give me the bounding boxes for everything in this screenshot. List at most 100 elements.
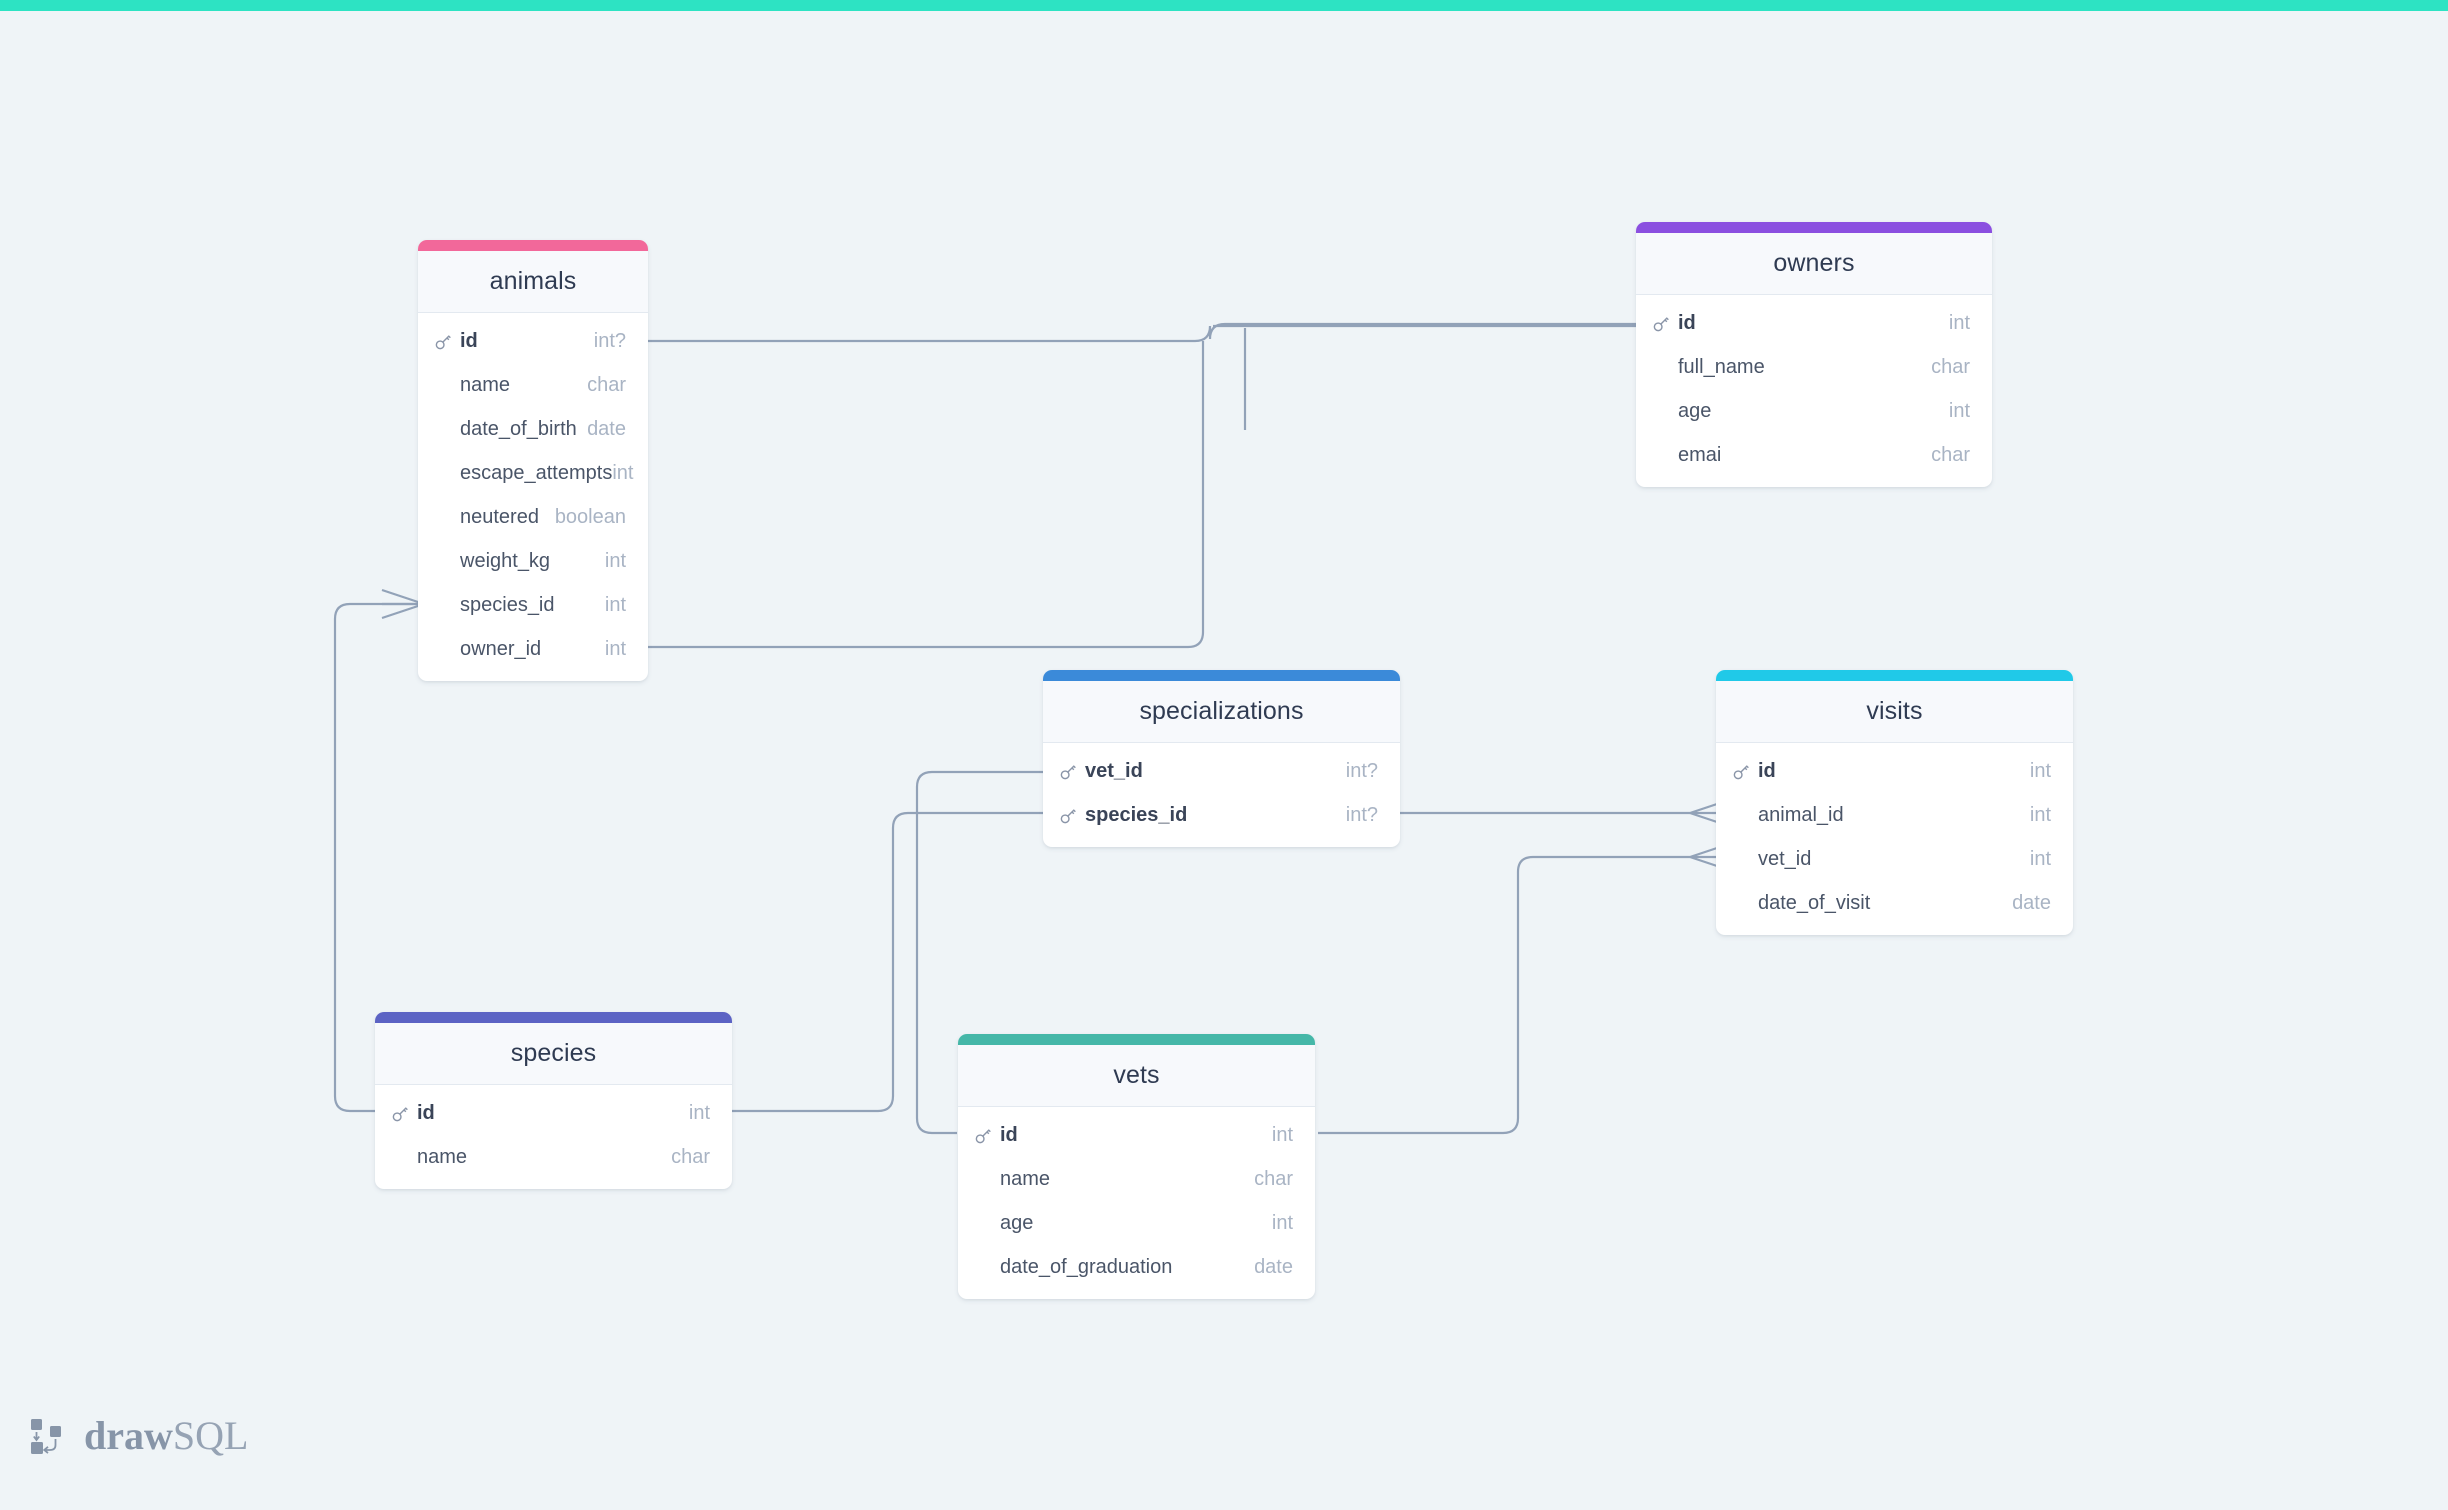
table-columns-animals: id int? name char date_of_birth date esc… <box>418 313 648 681</box>
column-name: escape_attempts <box>460 461 613 484</box>
table-visits[interactable]: visits id int animal_id int vet_id int d… <box>1716 670 2073 935</box>
column-name: id <box>1000 1123 1018 1146</box>
column-type: int <box>2029 759 2051 782</box>
column-row[interactable]: id int? <box>418 319 648 363</box>
table-accent-owners <box>1636 222 1992 233</box>
column-type: int? <box>1345 759 1378 782</box>
table-title-visits: visits <box>1866 697 1923 725</box>
column-row[interactable]: date_of_birth date <box>418 407 648 451</box>
logo-text-draw: draw <box>84 1413 173 1458</box>
table-vets[interactable]: vets id int name char age int date_of_gr… <box>958 1034 1315 1299</box>
column-row[interactable]: weight_kg int <box>418 539 648 583</box>
column-type: int <box>1948 311 1970 334</box>
column-row[interactable]: age int <box>958 1201 1315 1245</box>
column-name: vet_id <box>1758 847 1812 870</box>
column-row[interactable]: neutered boolean <box>418 495 648 539</box>
column-row[interactable]: vet_id int <box>1716 837 2073 881</box>
column-type: int <box>2029 803 2051 826</box>
table-title-animals: animals <box>489 267 577 295</box>
table-columns-specializations: vet_id int? species_id int? <box>1043 743 1400 847</box>
column-type: char <box>1254 1167 1293 1190</box>
wire-vets-visits <box>1318 855 1690 1135</box>
column-row[interactable]: id int <box>375 1091 732 1135</box>
drawsql-logo[interactable]: drawSQL <box>28 1415 248 1457</box>
crowfoot-animals-species-id <box>381 588 425 620</box>
wire-animals-id-owners-id <box>498 322 1636 343</box>
column-name: name <box>417 1145 468 1168</box>
column-name: id <box>460 329 478 352</box>
column-type: char <box>1931 355 1970 378</box>
column-name: id <box>417 1101 435 1124</box>
column-type: int <box>612 461 634 484</box>
column-name: age <box>1000 1211 1034 1234</box>
wire-vets-specializations <box>915 770 1048 1135</box>
table-header-specializations: specializations <box>1043 681 1400 743</box>
table-title-owners: owners <box>1773 249 1855 277</box>
column-type: int <box>1271 1123 1293 1146</box>
column-name: name <box>460 373 511 396</box>
column-row[interactable]: id int <box>1636 301 1992 345</box>
column-type: int? <box>1345 803 1378 826</box>
column-type: int <box>604 593 626 616</box>
column-name: animal_id <box>1758 803 1844 826</box>
key-icon <box>974 1126 993 1145</box>
column-type: date <box>1254 1255 1293 1278</box>
table-header-species: species <box>375 1023 732 1085</box>
column-name: owner_id <box>460 637 542 660</box>
table-header-animals: animals <box>418 251 648 313</box>
column-name: neutered <box>460 505 539 528</box>
table-title-vets: vets <box>1113 1061 1160 1089</box>
key-icon <box>1732 762 1751 781</box>
table-header-visits: visits <box>1716 681 2073 743</box>
column-name: date_of_birth <box>460 417 577 440</box>
column-name: weight_kg <box>460 549 551 572</box>
wire-animals-owner-id <box>512 341 1205 649</box>
column-name: id <box>1678 311 1696 334</box>
column-row[interactable]: name char <box>375 1135 732 1179</box>
column-name: vet_id <box>1085 759 1143 782</box>
key-icon <box>1652 314 1671 333</box>
column-row[interactable]: date_of_graduation date <box>958 1245 1315 1289</box>
column-type: int <box>604 637 626 660</box>
column-row[interactable]: age int <box>1636 389 1992 433</box>
table-accent-visits <box>1716 670 2073 681</box>
column-row[interactable]: animal_id int <box>1716 793 2073 837</box>
column-type: char <box>1931 443 1970 466</box>
table-header-owners: owners <box>1636 233 1992 295</box>
column-row[interactable]: date_of_visit date <box>1716 881 2073 925</box>
table-title-specializations: specializations <box>1139 697 1304 725</box>
column-name: date_of_graduation <box>1000 1255 1173 1278</box>
column-row[interactable]: escape_attempts int <box>418 451 648 495</box>
column-row[interactable]: species_id int <box>418 583 648 627</box>
key-icon <box>434 332 453 351</box>
column-type: int <box>604 549 626 572</box>
table-header-vets: vets <box>958 1045 1315 1107</box>
table-owners[interactable]: owners id int full_name char age int ema… <box>1636 222 1992 487</box>
column-type: int <box>2029 847 2051 870</box>
column-name: age <box>1678 399 1712 422</box>
column-row[interactable]: id int <box>958 1113 1315 1157</box>
column-row[interactable]: emai char <box>1636 433 1992 477</box>
key-icon <box>1059 806 1078 825</box>
column-row[interactable]: species_id int? <box>1043 793 1400 837</box>
column-row[interactable]: vet_id int? <box>1043 749 1400 793</box>
column-row[interactable]: name char <box>958 1157 1315 1201</box>
table-columns-vets: id int name char age int date_of_graduat… <box>958 1107 1315 1299</box>
column-name: species_id <box>1085 803 1188 826</box>
table-specializations[interactable]: specializations vet_id int? species_id i… <box>1043 670 1400 847</box>
wire-animals-species-id <box>333 602 424 1113</box>
table-columns-species: id int name char <box>375 1085 732 1189</box>
column-row[interactable]: full_name char <box>1636 345 1992 389</box>
table-animals[interactable]: animals id int? name char date_of_birth … <box>418 240 648 681</box>
column-type: int? <box>593 329 626 352</box>
table-species[interactable]: species id int name char <box>375 1012 732 1189</box>
column-row[interactable]: owner_id int <box>418 627 648 671</box>
column-type: int <box>1271 1211 1293 1234</box>
column-row[interactable]: id int <box>1716 749 2073 793</box>
column-row[interactable]: name char <box>418 363 648 407</box>
logo-text-sql: SQL <box>172 1413 249 1458</box>
column-type: char <box>587 373 626 396</box>
key-icon <box>1059 762 1078 781</box>
column-name: species_id <box>460 593 555 616</box>
